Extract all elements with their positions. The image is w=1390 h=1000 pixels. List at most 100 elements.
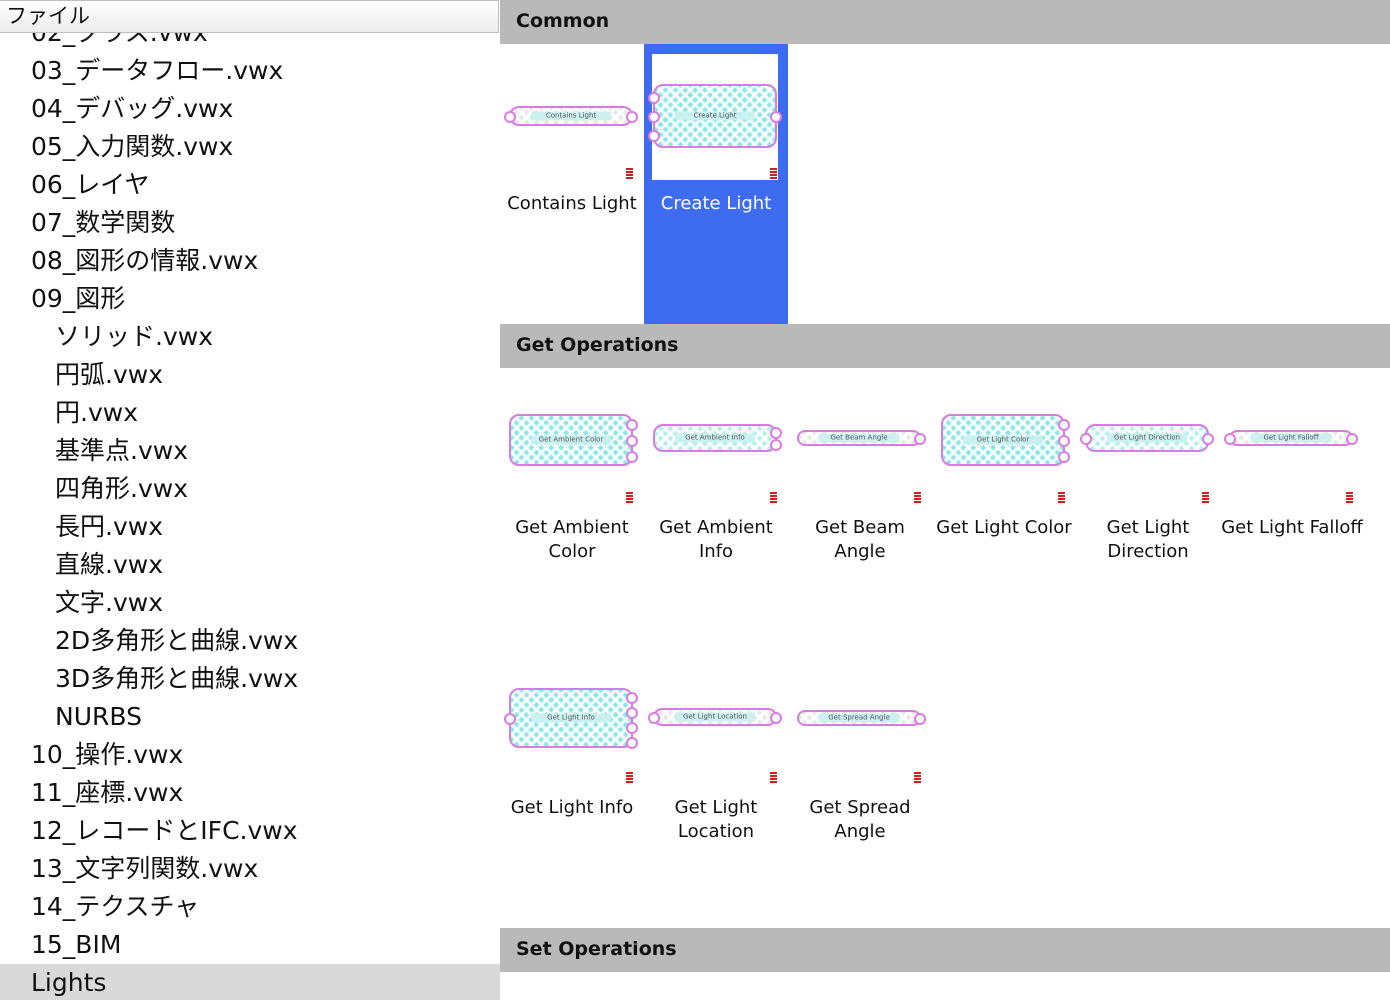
- file-tree-item[interactable]: Lights: [0, 964, 500, 1000]
- file-tree-item[interactable]: ソリッド.vwx: [55, 322, 213, 351]
- file-tree-item[interactable]: 05_入力関数.vwx: [31, 132, 234, 161]
- file-tree-item[interactable]: 3D多角形と曲線.vwx: [55, 664, 299, 693]
- file-tree-item[interactable]: 2D多角形と曲線.vwx: [55, 626, 299, 655]
- node-thumbnail-icon: Contains Light: [504, 54, 638, 180]
- file-tree-header[interactable]: ファイル: [0, 0, 499, 33]
- file-tree-item[interactable]: 10_操作.vwx: [31, 740, 184, 769]
- file-tree-item[interactable]: 04_デバッグ.vwx: [31, 94, 234, 123]
- node-thumbnail-icon: Get Light Location: [648, 658, 782, 784]
- node-title-text: Get Beam Angle: [819, 433, 899, 443]
- node-port-icon: [626, 450, 638, 463]
- marionette-badge-icon: [1202, 492, 1209, 503]
- node-port-icon: [914, 713, 926, 725]
- marionette-badge-icon: [770, 492, 777, 503]
- file-tree-item[interactable]: NURBS: [55, 702, 142, 731]
- file-tree-item[interactable]: 06_レイヤ: [31, 170, 150, 199]
- node-port-icon: [504, 111, 516, 123]
- marionette-badge-icon: [770, 772, 777, 783]
- file-tree-item[interactable]: 09_図形: [31, 284, 126, 313]
- node-thumbnail-icon: Get Spread Angle: [796, 658, 926, 784]
- node-title-text: Get Ambient Color: [531, 435, 611, 445]
- file-tree-item[interactable]: 07_数学関数: [31, 208, 176, 237]
- file-tree-item[interactable]: 長円.vwx: [55, 512, 163, 541]
- file-tree-item[interactable]: 14_テクスチャ: [31, 892, 200, 921]
- palette-node-label: Get Spread Angle: [809, 797, 911, 842]
- node-port-icon: [914, 433, 926, 445]
- node-title-text: Create Light: [675, 111, 755, 121]
- marionette-badge-icon: [914, 492, 921, 503]
- node-body-shape: Get Light Falloff: [1224, 430, 1358, 446]
- section-header-set-operations[interactable]: Set Operations: [500, 928, 1390, 972]
- file-tree-header-label: ファイル: [6, 4, 90, 28]
- node-title-text: Get Light Direction: [1107, 433, 1187, 443]
- node-port-icon: [626, 419, 638, 432]
- section-header-get-operations[interactable]: Get Operations: [500, 324, 1390, 368]
- node-port-icon: [626, 111, 638, 123]
- palette-node-label: Get Light Falloff: [1221, 517, 1363, 538]
- node-port-icon: [770, 438, 782, 451]
- file-tree-item[interactable]: 03_データフロー.vwx: [31, 56, 284, 85]
- palette-node-label: Get Light Info: [510, 797, 634, 818]
- node-title-text: Get Light Color: [963, 435, 1043, 445]
- file-tree-item[interactable]: 円弧.vwx: [55, 360, 163, 389]
- node-port-icon: [626, 737, 638, 749]
- node-title-text: Contains Light: [531, 111, 611, 121]
- file-tree-item[interactable]: 15_BIM: [31, 930, 122, 959]
- section-header-common[interactable]: Common: [500, 0, 1390, 44]
- node-port-icon: [1080, 433, 1092, 445]
- node-title-text: Get Light Info: [531, 713, 611, 723]
- palette-node-label: Get Beam Angle: [815, 517, 905, 562]
- node-port-icon: [1346, 433, 1358, 445]
- file-tree-item[interactable]: 基準点.vwx: [55, 436, 188, 465]
- node-title-text: Get Spread Angle: [819, 713, 899, 723]
- node-port-icon: [770, 111, 782, 123]
- section-title: Common: [516, 10, 610, 32]
- node-port-icon: [1058, 450, 1070, 463]
- file-tree-item[interactable]: 文字.vwx: [55, 588, 163, 617]
- file-tree-item[interactable]: 12_レコードとIFC.vwx: [31, 816, 298, 845]
- node-port-icon: [626, 435, 638, 447]
- node-port-icon: [770, 712, 782, 724]
- node-thumbnail-icon: Get Ambient Color: [508, 378, 638, 504]
- node-body-shape: Get Light Direction: [1080, 424, 1214, 452]
- file-tree-item[interactable]: 直線.vwx: [55, 550, 163, 579]
- palette-node-label: Get Ambient Info: [659, 517, 773, 562]
- section-title: Get Operations: [516, 334, 679, 356]
- palette-node-label: Get Light Direction: [1106, 517, 1190, 562]
- node-body-shape: Contains Light: [504, 106, 638, 126]
- palette-node-label: Get Light Location: [674, 797, 758, 842]
- file-tree-item[interactable]: 四角形.vwx: [55, 474, 188, 503]
- node-thumbnail-icon: Create Light: [648, 54, 782, 180]
- file-tree-item[interactable]: 08_図形の情報.vwx: [31, 246, 259, 275]
- file-tree: 02_クラス.vwx03_データフロー.vwx04_デバッグ.vwx05_入力関…: [0, 14, 500, 1000]
- file-tree-item[interactable]: 円.vwx: [55, 398, 138, 427]
- palette-node-label: Contains Light: [507, 193, 637, 214]
- node-thumbnail-icon: Get Light Falloff: [1224, 378, 1358, 504]
- node-thumbnail-icon: Get Ambient Info: [652, 378, 782, 504]
- marionette-badge-icon: [1058, 492, 1065, 503]
- marionette-badge-icon: [626, 772, 633, 783]
- node-port-icon: [626, 722, 638, 734]
- file-tree-item[interactable]: 11_座標.vwx: [31, 778, 184, 807]
- file-tree-item[interactable]: 13_文字列関数.vwx: [31, 854, 259, 883]
- node-port-icon: [1058, 419, 1070, 432]
- node-port-icon: [648, 130, 660, 143]
- node-body-shape: Get Spread Angle: [797, 710, 926, 726]
- node-thumbnail-icon: Get Light Direction: [1080, 378, 1214, 504]
- node-port-icon: [626, 692, 638, 704]
- node-title-text: Get Light Falloff: [1251, 433, 1331, 443]
- node-body-shape: Get Ambient Color: [509, 414, 638, 466]
- node-thumbnail-icon: Get Light Color: [940, 378, 1070, 504]
- node-port-icon: [648, 111, 660, 123]
